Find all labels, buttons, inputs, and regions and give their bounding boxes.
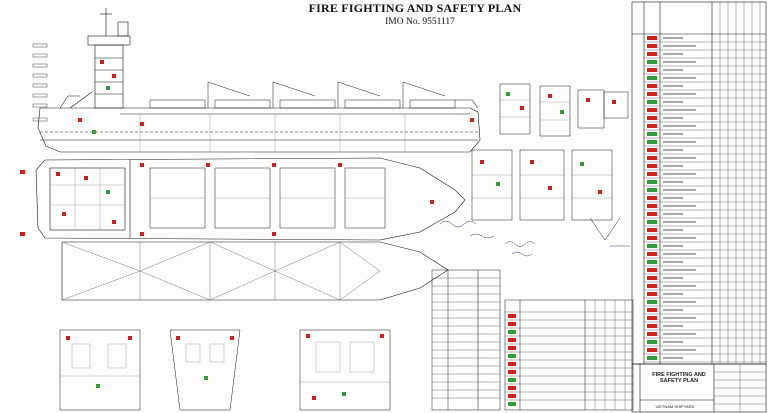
bottom-deck-views	[59, 329, 391, 411]
legend-symbol	[647, 180, 657, 184]
legend-symbol	[647, 156, 657, 160]
legend-symbol	[647, 308, 657, 312]
legend-middle-symbols	[508, 314, 516, 406]
legend-symbol	[647, 300, 657, 304]
legend-symbol	[647, 228, 657, 232]
upper-deck-markers	[20, 163, 434, 236]
equipment-list-table	[431, 269, 501, 411]
legend-symbol	[647, 236, 657, 240]
legend-symbol	[647, 108, 657, 112]
imo-label: IMO No.	[385, 17, 420, 27]
legend-symbol	[647, 204, 657, 208]
document-title: FIRE FIGHTING AND SAFETY PLAN	[308, 1, 522, 15]
legend-symbol	[647, 44, 657, 48]
title-block-title: FIRE FIGHTING AND SAFETY PLAN	[644, 372, 714, 384]
legend-symbol	[647, 52, 657, 56]
legend-symbol	[647, 100, 657, 104]
legend-symbol	[647, 116, 657, 120]
legend-symbol	[647, 324, 657, 328]
legend-symbol	[647, 356, 657, 360]
legend-symbol	[647, 132, 657, 136]
ship-profile-elevation	[37, 8, 481, 153]
shipyard-name: VIETNAM SHIPYARD	[655, 404, 695, 409]
legend-symbol	[647, 340, 657, 344]
legend-symbol	[647, 284, 657, 288]
legend-symbol	[647, 252, 657, 256]
legend-symbol	[647, 268, 657, 272]
legend-symbol	[647, 332, 657, 336]
legend-symbol	[647, 276, 657, 280]
title-block-line1: FIRE FIGHTING AND	[652, 372, 706, 378]
legend-table-middle	[504, 299, 634, 411]
legend-symbol	[647, 316, 657, 320]
legend-symbol	[647, 148, 657, 152]
imo-number-line: IMO No. 9551117	[340, 17, 500, 27]
legend-symbol	[647, 260, 657, 264]
small-deck-plans	[471, 83, 629, 241]
legend-symbol	[647, 196, 657, 200]
legend-symbol	[647, 164, 657, 168]
legend-symbols	[647, 36, 696, 360]
symbol-legend-column	[631, 1, 767, 365]
legend-symbol	[647, 84, 657, 88]
title-block-frame	[631, 363, 767, 413]
legend-symbol	[647, 244, 657, 248]
legend-symbol	[647, 188, 657, 192]
small-deck-markers	[480, 92, 616, 194]
legend-symbol	[647, 76, 657, 80]
legend-symbol	[647, 60, 657, 64]
legend-symbol	[647, 68, 657, 72]
legend-symbol	[647, 212, 657, 216]
legend-symbol	[647, 36, 657, 40]
bottom-deck-markers	[66, 334, 384, 400]
legend-symbol	[647, 172, 657, 176]
profile-fire-markers	[78, 60, 474, 134]
upper-deck-plan	[35, 157, 466, 241]
legend-symbol	[647, 292, 657, 296]
imo-value: 9551117	[422, 17, 455, 27]
legend-symbol	[647, 124, 657, 128]
handwritten-notes	[439, 220, 630, 257]
legend-symbol	[647, 92, 657, 96]
lower-hold-plan	[61, 241, 449, 301]
legend-symbol	[647, 348, 657, 352]
legend-symbol	[647, 220, 657, 224]
level-tags	[32, 43, 48, 122]
legend-symbol	[647, 140, 657, 144]
title-block-line2: SAFETY PLAN	[659, 378, 699, 384]
